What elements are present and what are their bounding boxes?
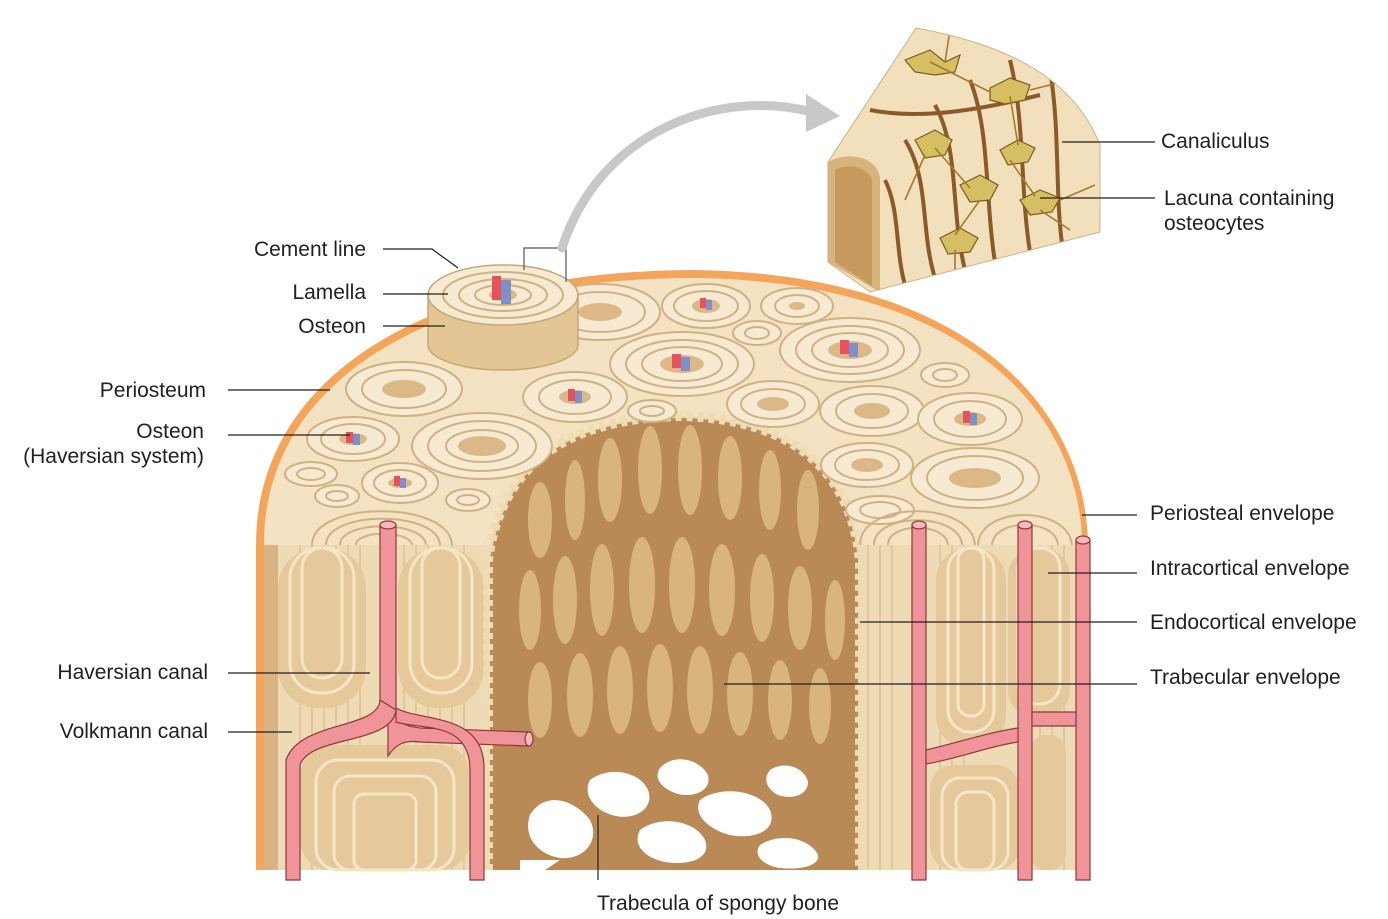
osteon-ring	[821, 443, 913, 487]
bone-section	[256, 248, 1090, 880]
osteon-ring	[733, 321, 781, 345]
leader-cement-line	[383, 249, 458, 268]
label-volkmann-canal: Volkmann canal	[60, 720, 208, 743]
osteon-ring	[523, 372, 627, 422]
cortex-right-osteons	[930, 548, 1070, 870]
raised-osteon	[428, 265, 578, 370]
label-endocortical-envelope: Endocortical envelope	[1150, 611, 1357, 634]
osteon-ring	[412, 413, 552, 479]
label-trabecula: Trabecula of spongy bone	[597, 892, 839, 915]
osteon-ring	[846, 496, 914, 524]
label-lacuna-line2: osteocytes	[1164, 212, 1264, 235]
osteon-ring	[662, 284, 750, 328]
osteon-ring	[610, 332, 754, 396]
osteon-ring	[362, 463, 438, 503]
label-lacuna-line1: Lacuna containing	[1164, 187, 1334, 210]
osteon-ring	[285, 462, 337, 486]
label-intracortical-envelope: Intracortical envelope	[1150, 557, 1350, 580]
osteon-ring	[446, 489, 490, 511]
osteon-ring	[628, 400, 676, 422]
osteon-ring	[315, 485, 359, 507]
label-trabecular-envelope: Trabecular envelope	[1150, 666, 1341, 689]
label-haversian-canal: Haversian canal	[57, 661, 208, 684]
osteon-ring	[911, 448, 1039, 508]
osteon-ring	[820, 386, 924, 436]
cortex-left-shadow	[264, 545, 278, 870]
label-lamella: Lamella	[292, 281, 366, 304]
label-canaliculus: Canaliculus	[1161, 130, 1270, 153]
osteon-ring	[921, 363, 969, 387]
label-periosteal-envelope: Periosteal envelope	[1150, 502, 1334, 525]
osteon-ring	[761, 288, 833, 324]
label-osteon: Osteon	[298, 315, 366, 338]
medullary-cavity	[488, 410, 860, 870]
label-cement-line: Cement line	[254, 238, 366, 261]
inset-magnification	[828, 28, 1100, 292]
label-haversian-system: (Haversian system)	[23, 445, 204, 468]
osteon-ring	[346, 362, 462, 416]
label-osteon-haversian: Osteon	[136, 420, 204, 443]
osteon-ring	[780, 318, 920, 382]
osteon-ring	[307, 417, 399, 461]
label-periosteum: Periosteum	[100, 379, 206, 402]
osteon-ring	[918, 393, 1022, 445]
osteon-ring	[727, 381, 819, 427]
zoom-arrow	[562, 94, 840, 248]
